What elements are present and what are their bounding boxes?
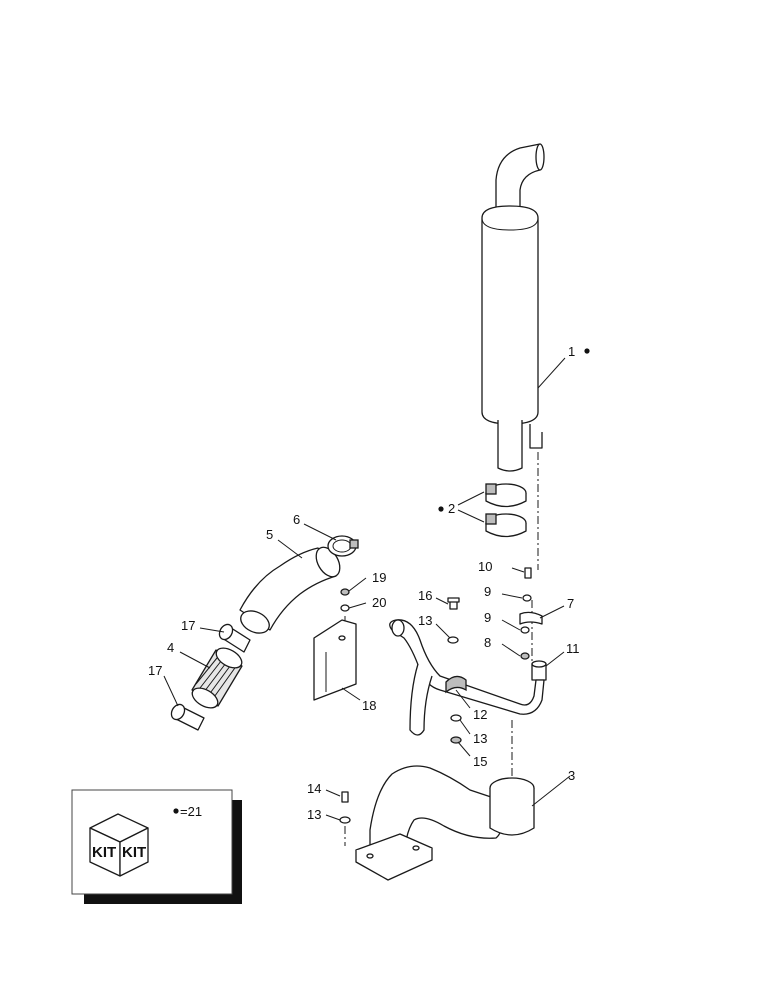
bolt-14 [341, 791, 349, 803]
kit-cube-icon [89, 813, 149, 877]
nut-8 [520, 652, 530, 660]
kit-bullet-2 [438, 506, 444, 512]
callout-7: 7 [567, 596, 574, 611]
callout-15: 15 [473, 754, 487, 769]
clamp-upper [485, 483, 527, 508]
bolt-10 [524, 567, 532, 579]
heat-shield [313, 619, 357, 701]
clamp-ring-6 [327, 535, 359, 557]
callout-12: 12 [473, 707, 487, 722]
callout-17-upper: 17 [181, 618, 195, 633]
callout-2: 2 [448, 501, 455, 516]
bracket-clamp-7 [519, 611, 543, 625]
callout-17-lower: 17 [148, 663, 162, 678]
muffler-part [481, 143, 545, 472]
callout-4: 4 [167, 640, 174, 655]
washer-13-mid [447, 636, 459, 644]
washer-9-lower [520, 626, 530, 634]
callout-13-lower: 13 [473, 731, 487, 746]
nut-15 [450, 736, 462, 744]
kit-note: =21 [180, 804, 202, 819]
flex-bellows [191, 647, 243, 709]
exhaust-outlet-pipe [355, 765, 535, 881]
callout-19: 19 [372, 570, 386, 585]
callout-6: 6 [293, 512, 300, 527]
callout-20: 20 [372, 595, 386, 610]
kit-bullet-1 [584, 348, 590, 354]
washer-13-bottom [339, 816, 351, 824]
kit-label-left: KIT [92, 844, 116, 861]
kit-legend-bullet [173, 808, 179, 814]
clip-12 [445, 675, 467, 694]
callout-9-lower: 9 [484, 610, 491, 625]
callout-13-bottom: 13 [307, 807, 321, 822]
clamp-lower [485, 513, 527, 538]
callout-11: 11 [566, 641, 580, 656]
kit-label-right: KIT [122, 844, 146, 861]
callout-labels: 1 2 3 4 5 6 7 8 9 9 10 11 12 13 13 13 14… [148, 344, 590, 822]
washer-20 [340, 604, 350, 612]
clamp-17-lower [170, 703, 205, 731]
washer-9-upper [522, 594, 532, 602]
callout-10: 10 [478, 559, 492, 574]
callout-9-upper: 9 [484, 584, 491, 599]
elbow-pipe [239, 546, 341, 634]
leader-lines [163, 357, 571, 821]
callout-14: 14 [307, 781, 321, 796]
clamp-17-upper [218, 623, 251, 653]
callout-3: 3 [568, 768, 575, 783]
callout-1: 1 [568, 344, 575, 359]
kit-legend: KIT KIT =21 [71, 789, 242, 904]
washer-13-lower [450, 714, 462, 722]
support-tube [389, 619, 545, 736]
callout-13-mid: 13 [418, 613, 432, 628]
bolt-16 [447, 597, 460, 610]
callout-18: 18 [362, 698, 376, 713]
nut-19 [340, 588, 350, 596]
callout-16: 16 [418, 588, 432, 603]
sleeve-11 [531, 660, 547, 681]
callout-5: 5 [266, 527, 273, 542]
callout-8: 8 [484, 635, 491, 650]
